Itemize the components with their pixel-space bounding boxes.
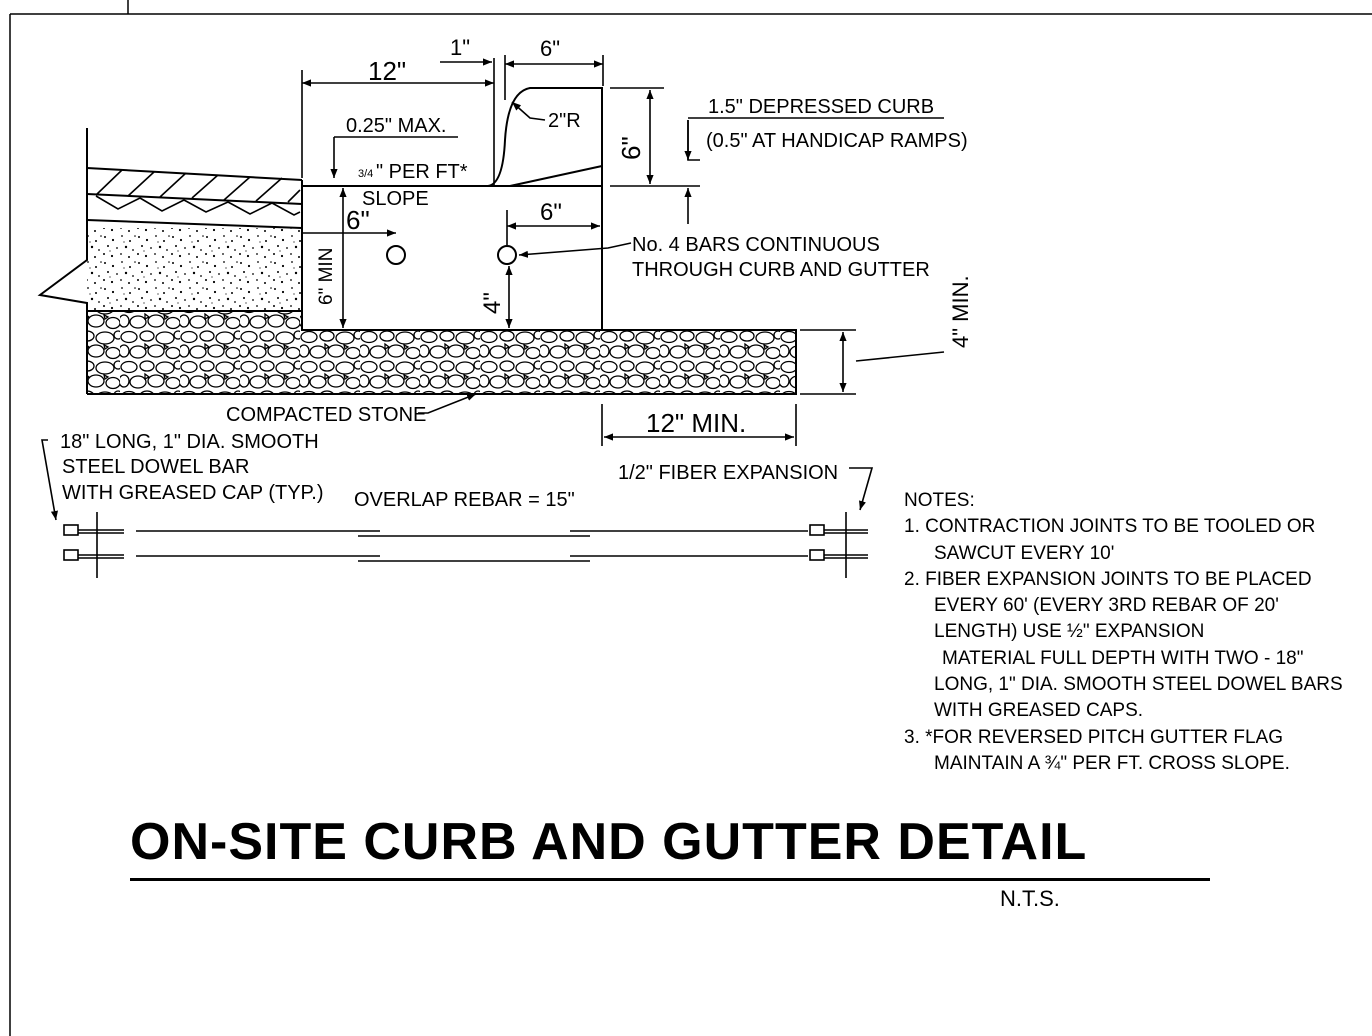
note-3-line-2: MAINTAIN A ¾" PER FT. CROSS SLOPE. bbox=[934, 752, 1290, 774]
note-2-line-4: MATERIAL FULL DEPTH WITH TWO - 18" bbox=[942, 647, 1304, 669]
label-dowel-3: WITH GREASED CAP (TYP.) bbox=[62, 482, 324, 504]
note-2-line-5: LONG, 1" DIA. SMOOTH STEEL DOWEL BARS bbox=[934, 674, 1343, 696]
notes-block: NOTES: 1. CONTRACTION JOINTS TO BE TOOLE… bbox=[904, 488, 1343, 777]
label-bars-1: No. 4 BARS CONTINUOUS bbox=[632, 234, 880, 256]
label-fiber: 1/2" FIBER EXPANSION bbox=[618, 462, 838, 484]
dim-top-6: 6" bbox=[540, 36, 560, 61]
dim-curb-height-6: 6" bbox=[616, 136, 646, 160]
dim-bar-height-4: 4" bbox=[479, 292, 506, 314]
dim-stone-min: 4" MIN. bbox=[948, 275, 973, 348]
dim-slope-word: SLOPE bbox=[362, 188, 429, 210]
scale-note: N.T.S. bbox=[1000, 886, 1060, 911]
note-2-line-2: EVERY 60' (EVERY 3RD REBAR OF 20' bbox=[934, 595, 1279, 617]
dimension-lines bbox=[301, 55, 945, 446]
label-stone: COMPACTED STONE bbox=[226, 404, 426, 426]
dim-max-025: 0.25" MAX. bbox=[346, 115, 446, 137]
note-1-line-1: 1. CONTRACTION JOINTS TO BE TOOLED OR bbox=[904, 516, 1316, 538]
curb-gutter-outline bbox=[301, 87, 603, 331]
label-overlap: OVERLAP REBAR = 15" bbox=[354, 489, 575, 511]
dim-slope-frac: 3/4 bbox=[358, 168, 373, 180]
title-underline bbox=[130, 878, 1210, 881]
rebar-circles bbox=[386, 245, 517, 265]
note-1-line-2: SAWCUT EVERY 10' bbox=[934, 542, 1115, 564]
label-depressed-2: (0.5" AT HANDICAP RAMPS) bbox=[706, 130, 968, 152]
label-dowel-1: 18" LONG, 1" DIA. SMOOTH bbox=[60, 431, 319, 453]
dim-bar-offset-6: 6" bbox=[346, 205, 370, 235]
dim-width-12-min: 12" MIN. bbox=[646, 408, 746, 438]
note-3-line-1: 3. *FOR REVERSED PITCH GUTTER FLAG bbox=[904, 726, 1283, 748]
note-2-line-3: LENGTH) USE ½" EXPANSION bbox=[934, 621, 1205, 643]
dim-radius: 2"R bbox=[548, 110, 581, 132]
dim-slope-rest: " PER FT* bbox=[376, 161, 468, 183]
label-bars-2: THROUGH CURB AND GUTTER bbox=[632, 259, 930, 281]
dim-gap-1: 1" bbox=[450, 35, 470, 60]
label-depressed-1: 1.5" DEPRESSED CURB bbox=[708, 96, 934, 118]
drawing-title: ON-SITE CURB AND GUTTER DETAIL bbox=[130, 813, 1088, 871]
drawing-text: 12" 1" 6" 2"R 0.25" MAX. 3/4 " PER FT* S… bbox=[60, 35, 973, 511]
dim-min-6: 6" MIN bbox=[316, 248, 337, 305]
joint-detail bbox=[41, 439, 874, 578]
notes-heading: NOTES: bbox=[904, 490, 975, 511]
label-dowel-2: STEEL DOWEL BAR bbox=[62, 456, 249, 478]
note-2-line-1: 2. FIBER EXPANSION JOINTS TO BE PLACED bbox=[904, 568, 1312, 590]
sheet-border bbox=[9, 0, 1372, 1036]
dim-inner-6: 6" bbox=[540, 199, 562, 226]
dim-width-12: 12" bbox=[368, 56, 406, 86]
pavement-layers bbox=[37, 128, 303, 394]
note-2-line-6: WITH GREASED CAPS. bbox=[934, 700, 1144, 722]
compacted-stone-layer bbox=[87, 310, 797, 395]
